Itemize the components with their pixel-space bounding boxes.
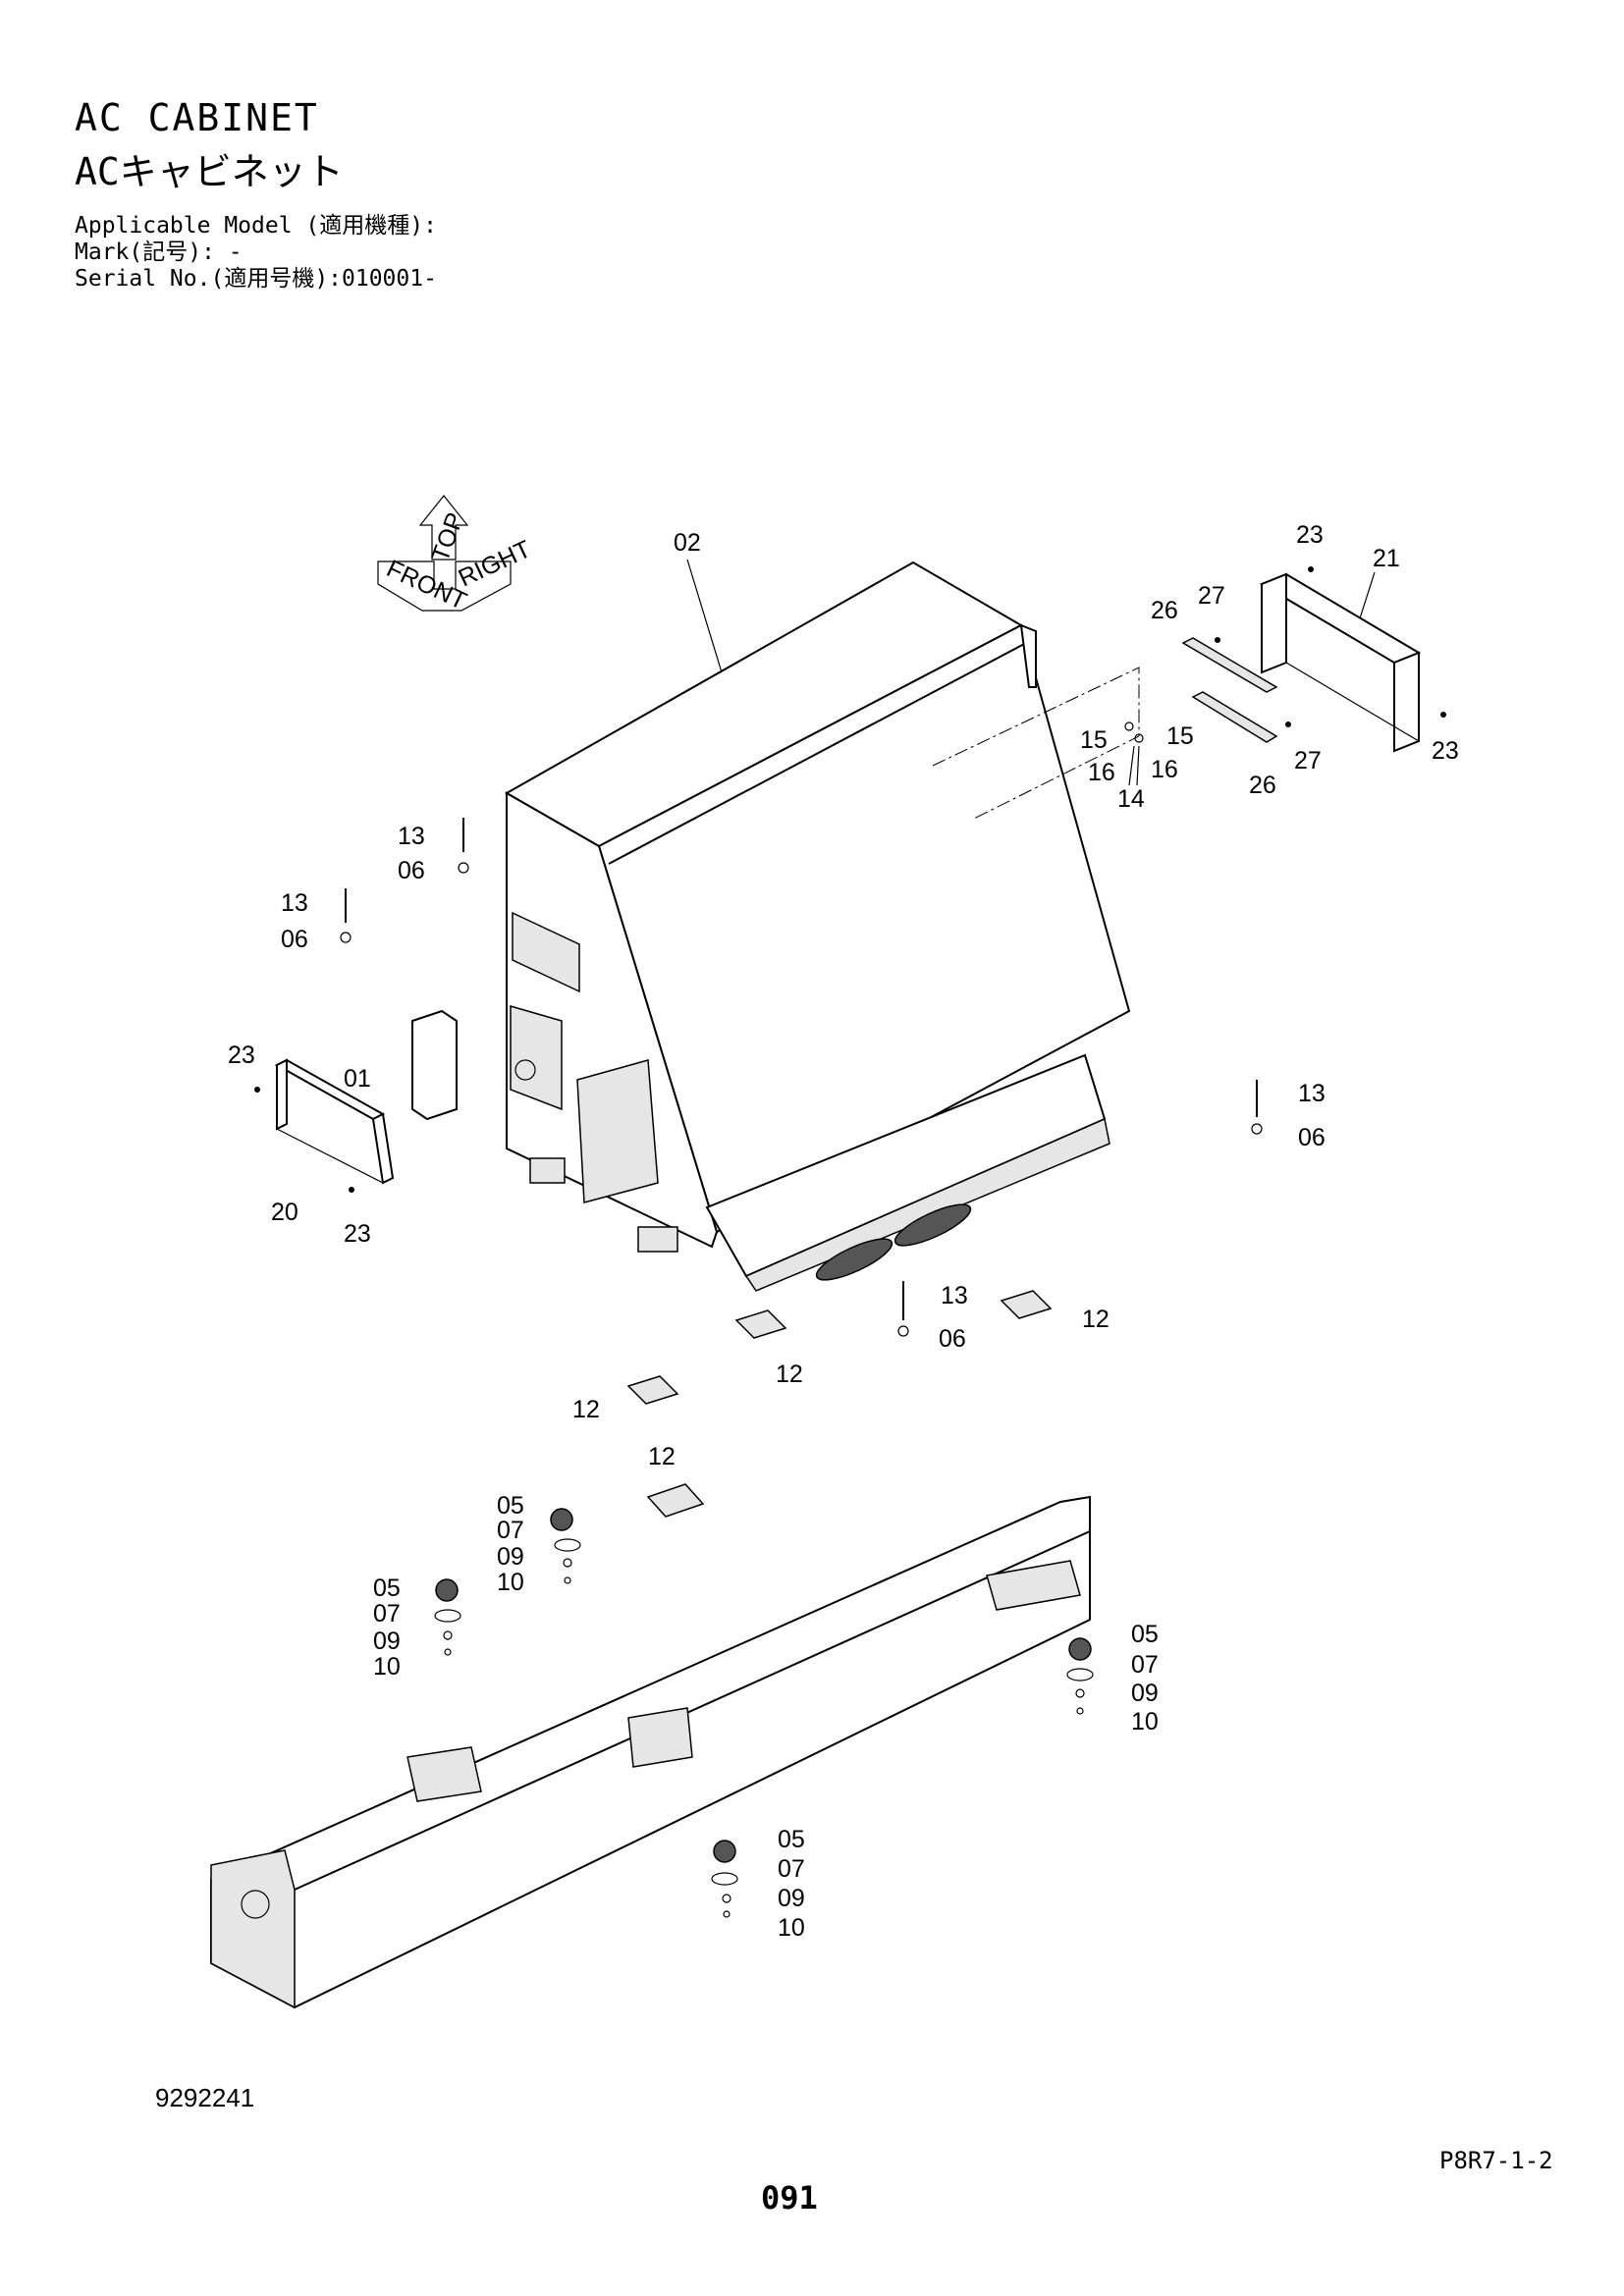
callout-23: 23 [1296, 521, 1324, 549]
callout-06: 06 [1298, 1124, 1326, 1151]
callout-09: 09 [778, 1885, 805, 1912]
box-01: 01 [344, 1009, 458, 1121]
callout-10: 10 [1131, 1708, 1159, 1735]
orientation-indicator: TOP FRONT RIGHT [377, 495, 535, 615]
panel-20: 23 23 20 [228, 1041, 395, 1248]
panel-21: 21 23 23 [1259, 521, 1459, 765]
cabinet-02: 02 [504, 529, 1131, 1292]
callout-10: 10 [373, 1653, 401, 1681]
callout-01: 01 [344, 1065, 371, 1093]
orientation-top: TOP [426, 509, 469, 565]
callout-23: 23 [228, 1041, 255, 1069]
page-number: 091 [761, 2179, 818, 2216]
callout-12: 12 [572, 1396, 600, 1423]
callout-05: 05 [373, 1575, 401, 1602]
mark: Mark(記号): - [75, 240, 243, 265]
drawing-number: 9292241 [155, 2083, 255, 2112]
callout-12: 12 [776, 1361, 803, 1388]
page-title-japanese: ACキャビネット [75, 150, 344, 193]
page-reference: P8R7-1-2 [1439, 2147, 1553, 2174]
callout-07: 07 [778, 1855, 805, 1883]
callout-02: 02 [674, 529, 701, 557]
orientation-right: RIGHT [455, 535, 535, 592]
callout-05: 05 [1131, 1621, 1159, 1648]
rubber-mount-set-a: 05 07 09 10 [497, 1492, 581, 1596]
callout-13: 13 [398, 823, 425, 850]
applicable-model: Applicable Model (適用機種): [75, 213, 437, 239]
plates-26: 26 27 26 27 [1151, 582, 1322, 799]
callout-27: 27 [1294, 747, 1322, 774]
callout-05: 05 [497, 1492, 524, 1520]
callout-13: 13 [941, 1282, 968, 1309]
callout-13: 13 [281, 889, 308, 917]
callout-21: 21 [1373, 545, 1400, 572]
page-title: AC CABINET [75, 96, 319, 139]
serial-number: Serial No.(適用号機):010001- [75, 266, 437, 292]
callout-15: 15 [1080, 726, 1108, 754]
callout-12: 12 [648, 1443, 676, 1470]
callout-07: 07 [1131, 1651, 1159, 1679]
callout-23: 23 [344, 1220, 371, 1248]
callout-10: 10 [778, 1914, 805, 1942]
rubber-mount-set-d: 05 07 09 10 [711, 1826, 805, 1942]
callout-10: 10 [497, 1569, 524, 1596]
callout-06: 06 [281, 926, 308, 953]
callout-26: 26 [1151, 597, 1178, 624]
callout-14: 14 [1117, 785, 1145, 813]
callout-05: 05 [778, 1826, 805, 1853]
mount-plates-12: 12 12 12 12 [572, 1290, 1110, 1518]
orientation-front: FRONT [382, 555, 470, 615]
callout-23: 23 [1432, 737, 1459, 765]
rubber-mount-set-b: 05 07 09 10 [373, 1575, 461, 1681]
callout-09: 09 [497, 1543, 524, 1571]
rubber-mount-set-c: 05 07 09 10 [1066, 1621, 1159, 1735]
callout-06: 06 [939, 1325, 966, 1353]
callout-13: 13 [1298, 1080, 1326, 1107]
callout-16: 16 [1151, 756, 1178, 783]
hardware-14-15-16: 15 15 16 16 14 [1080, 721, 1194, 813]
bolts-13-washers-06: 13 06 13 06 13 06 13 06 [281, 818, 1326, 1353]
callout-27: 27 [1198, 582, 1225, 610]
callout-20: 20 [271, 1199, 298, 1226]
callout-16: 16 [1088, 759, 1115, 786]
callout-15: 15 [1166, 722, 1194, 750]
base-frame [210, 1495, 1091, 2009]
callout-09: 09 [373, 1628, 401, 1655]
callout-09: 09 [1131, 1680, 1159, 1707]
callout-07: 07 [373, 1600, 401, 1628]
callout-06: 06 [398, 857, 425, 884]
callout-26: 26 [1249, 772, 1276, 799]
callout-07: 07 [497, 1517, 524, 1544]
callout-12: 12 [1082, 1306, 1110, 1333]
